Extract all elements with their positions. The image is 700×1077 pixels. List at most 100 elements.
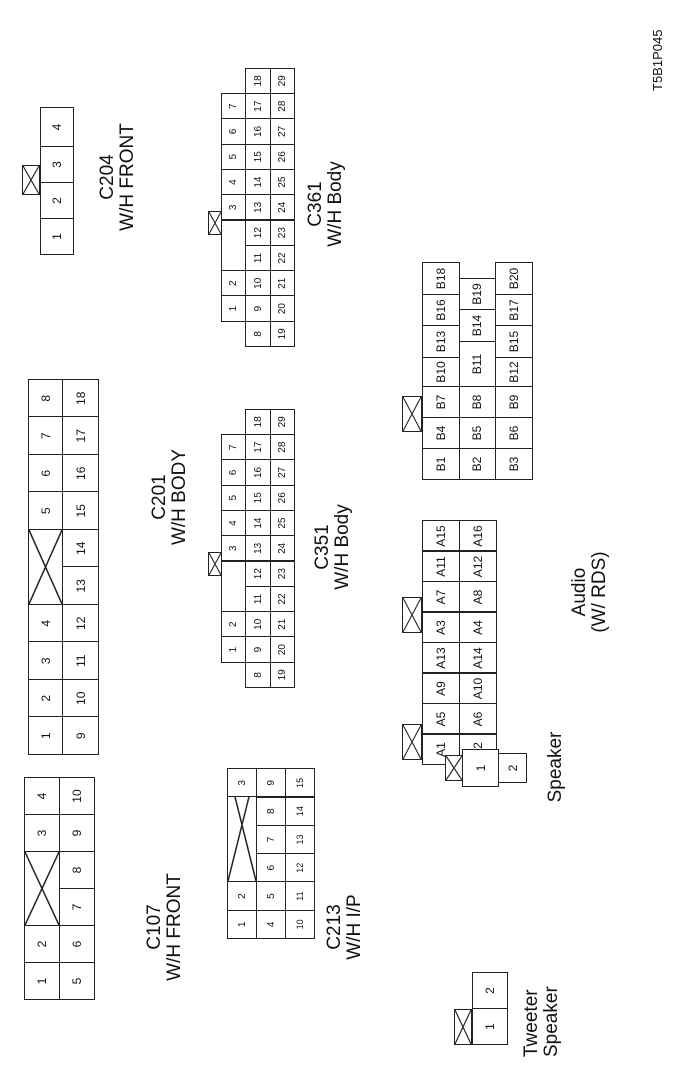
pin: 9 [256,768,286,798]
pin: 4 [221,168,246,196]
pin: 15 [62,491,99,530]
pin: 12 [62,604,99,643]
pin: A9 [422,673,460,704]
pin: B10 [422,357,460,387]
lock-tab-icon [208,210,222,235]
pin: 5 [221,484,246,511]
pin: 18 [245,67,271,94]
pin: 10 [245,611,271,638]
pin: 1 [227,909,257,939]
pin: 7 [28,416,63,455]
pin: 12 [245,560,271,587]
empty-cavity [221,560,246,613]
pin: 17 [245,434,271,461]
lock-tab-icon [445,755,463,781]
pin: 3 [40,146,74,183]
pin: B14 [458,309,496,342]
connector-label: C351 W/H Body [312,477,353,617]
figure-id: T5B1P045 [650,29,665,91]
pin: B12 [495,357,533,387]
connector-desc: W/H I/P [344,894,365,960]
pin: 16 [245,118,271,145]
pin: 4 [40,107,74,147]
pin: A8 [459,581,497,613]
pin: 1 [28,716,63,755]
pin: 2 [28,679,63,718]
pin: 5 [28,491,63,530]
connector-id: C213 [324,904,345,950]
pin: 20 [270,295,295,322]
pin: 13 [62,566,99,605]
pin: B2 [458,448,496,480]
pin: B17 [495,294,533,326]
pin: A10 [459,673,497,704]
pin: 2 [221,611,246,638]
pin: 11 [285,881,315,911]
pin: 15 [245,143,271,170]
pin: B16 [422,294,460,326]
pin: B6 [495,417,533,449]
pin: 3 [227,768,257,798]
pin: 1 [40,218,74,255]
pin: 19 [270,661,295,688]
pin: 2 [227,881,257,911]
pin: A13 [422,642,460,674]
pin: A12 [459,551,497,582]
pin: A6 [459,703,497,735]
pin: A4 [459,612,497,643]
pin: B5 [458,417,496,449]
pin: 19 [270,320,295,347]
pin: 24 [270,194,295,221]
pin: 4 [221,509,246,537]
pin: 29 [270,67,295,94]
pin: 2 [498,753,527,783]
connector-id: C201 [149,474,170,520]
pin: A7 [422,581,460,613]
pin: 18 [245,408,271,435]
pin: 26 [270,484,295,511]
pin: 11 [245,585,271,613]
connector-id: Tweeter [521,989,542,1057]
pin: 12 [285,853,315,883]
connector-label: Speaker [545,731,566,803]
pin: 14 [245,168,271,196]
pin: 18 [62,379,99,418]
pin: 4 [28,604,63,643]
lock-tab-icon [454,1009,472,1045]
pin: 27 [270,459,295,486]
pin: B19 [458,278,496,310]
pin: 5 [59,962,95,1000]
pin: B18 [422,262,460,295]
pin: 28 [270,434,295,461]
connector-id: C351 [312,524,333,570]
connector-desc: W/H FRONT [117,123,138,231]
blocked-cavity-icon [28,529,63,605]
pin: 16 [62,454,99,493]
pin: A15 [422,520,460,552]
pin: 27 [270,118,295,145]
pin: 1 [24,962,60,1000]
pin: 7 [221,434,246,461]
pin: 23 [270,219,295,246]
connector-label: C361 W/H Body [305,134,346,274]
connector-desc: W/H Body [325,161,346,247]
lock-tab-icon [22,165,40,195]
pin: 21 [270,270,295,297]
pin: 17 [62,416,99,455]
pin: 14 [245,509,271,537]
pin: 22 [270,585,295,613]
pin: 8 [256,796,286,826]
pin: 2 [221,270,246,297]
pin: 9 [245,636,271,663]
pin: B11 [458,341,496,387]
pin: B15 [495,325,533,358]
connector-id: C107 [144,904,165,950]
pin: B1 [422,448,460,480]
pin: 9 [245,295,271,322]
connector-label: C213 W/H I/P [324,867,365,987]
lock-tab-icon [402,396,422,432]
connector-label: C201 W/H BODY [149,417,190,577]
empty-cavity [221,219,246,272]
pin: 5 [256,881,286,911]
pin: A5 [422,703,460,735]
